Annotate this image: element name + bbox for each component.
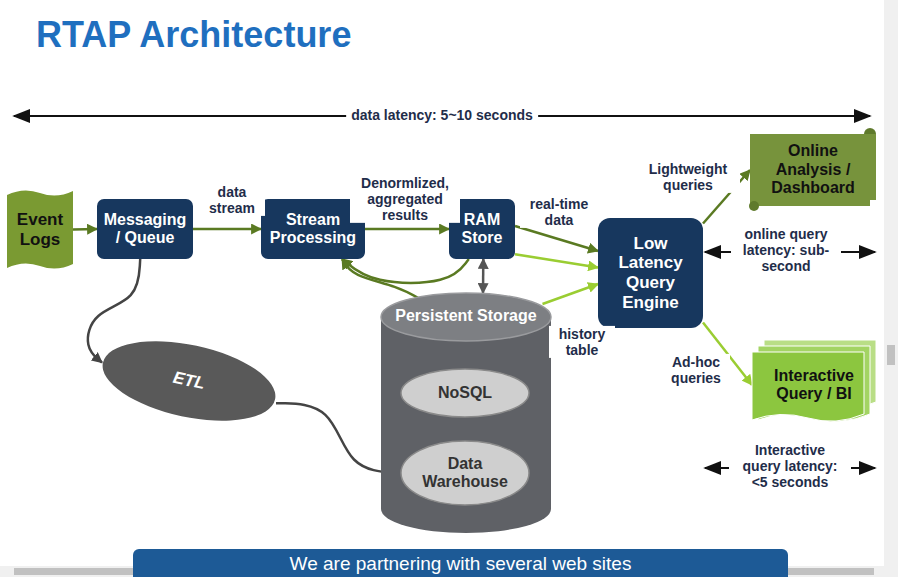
flow-connector: [515, 254, 598, 267]
edge-label: Denormlized, aggregated results: [350, 175, 460, 223]
cylinder-lid: [381, 293, 551, 341]
flow-connector: [193, 228, 261, 231]
scrollbar-thumb: [887, 345, 895, 365]
ellipse-outline: [401, 441, 529, 505]
latency-label: Interactive query latency: <5 seconds: [729, 442, 851, 490]
flow-connector: [342, 259, 423, 301]
flow-connector: [73, 228, 97, 231]
process-box: Messaging / Queue: [97, 199, 193, 259]
node-text: Interactive Query / BI: [762, 367, 866, 404]
diagram-title: RTAP Architecture: [36, 14, 351, 56]
flow-connector: [515, 226, 598, 251]
latency-label: data latency: 5~10 seconds: [346, 107, 538, 123]
banner-bar: We are partnering with several web sites: [133, 549, 788, 577]
edge-label: history table: [549, 326, 615, 358]
ellipse-outline: [401, 369, 529, 417]
scroll-outline: [7, 190, 73, 268]
edge-label: Lightweight queries: [636, 161, 740, 193]
storage-cylinder: Persistent StorageNoSQL Data Warehouse: [381, 293, 551, 533]
output-pages: Interactive Query / BI: [752, 340, 876, 430]
source-scroll: Event Logs: [7, 187, 73, 272]
node-text: NoSQL: [438, 384, 492, 402]
scroll-curl: [749, 201, 759, 211]
query-engine-box: Low Latency Query Engine: [598, 218, 703, 328]
flow-connector: [543, 284, 599, 304]
node-text: Event Logs: [11, 210, 69, 249]
storage-ellipse: Data Warehouse: [400, 440, 530, 506]
flow-connector: [342, 259, 469, 283]
scroll-edge: [864, 134, 876, 200]
node-text: Low Latency Query Engine: [604, 234, 697, 312]
node-text: RAM Store: [454, 211, 510, 248]
storage-ellipse: NoSQL: [400, 368, 530, 418]
latency-label: online query latency: sub-second: [731, 226, 841, 274]
node-text: Persistent Storage: [395, 307, 536, 325]
flow-connector: [365, 228, 449, 231]
scroll-outline: [750, 134, 870, 206]
output-scroll: Online Analysis / Dashboard: [750, 128, 876, 212]
node-text: Online Analysis / Dashboard: [758, 142, 868, 197]
scrollbar-track: [884, 0, 898, 566]
node-text: Messaging / Queue: [102, 211, 188, 248]
edge-label: Ad-hoc queries: [662, 354, 730, 386]
edge-label: data stream: [199, 184, 265, 216]
edge-label: real-time data: [520, 196, 598, 228]
cylinder-body: [381, 317, 551, 533]
flow-connector: [482, 259, 485, 293]
etl-ellipse: ETL: [100, 344, 278, 418]
node-text: Stream Processing: [266, 211, 360, 248]
ellipse-outline: [95, 327, 282, 434]
node-text: Data Warehouse: [422, 455, 508, 492]
